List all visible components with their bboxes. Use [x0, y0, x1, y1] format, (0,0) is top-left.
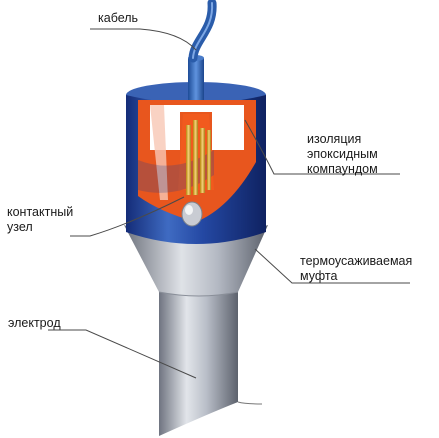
label-sleeve-line1: термоусаживаемая — [300, 254, 412, 269]
contact-knob — [182, 202, 202, 226]
label-cable: кабель — [98, 11, 138, 26]
label-contact-line1: контактный — [7, 205, 73, 220]
electrode-rod — [159, 290, 262, 436]
label-sleeve: термоусаживаемая муфта — [300, 254, 412, 284]
label-electrode: электрод — [8, 316, 61, 331]
label-sleeve-line2: муфта — [300, 269, 412, 284]
cable-leader — [90, 29, 196, 50]
label-insulation-line2: эпоксидным — [307, 147, 378, 162]
label-insulation-line3: компаундом — [307, 162, 378, 177]
label-contact-line2: узел — [7, 220, 73, 235]
label-contact: контактный узел — [7, 205, 73, 235]
label-insulation-line1: изоляция — [307, 132, 378, 147]
label-insulation: изоляция эпоксидным компаундом — [307, 132, 378, 177]
